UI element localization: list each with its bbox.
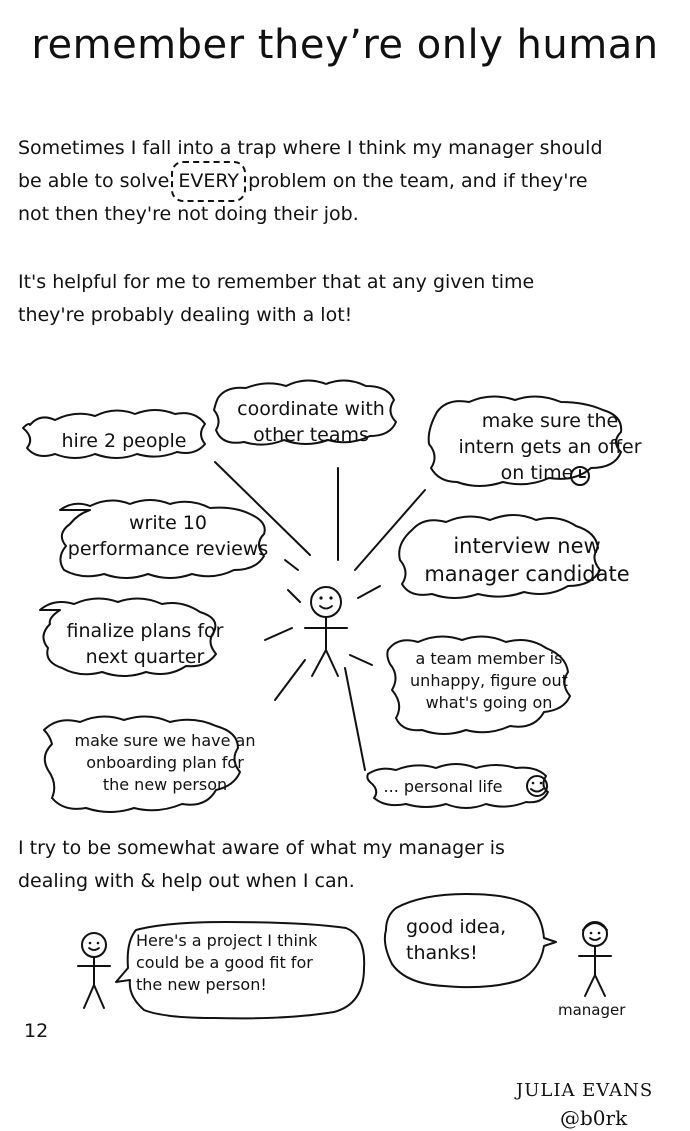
task-intern-line-2: intern gets an offer [458, 436, 642, 458]
every-emphasis: EVERY [171, 161, 246, 202]
bubble-hire [22, 409, 206, 459]
intro-line-2: be able to solve EVERY problem on the te… [18, 161, 688, 202]
bubble-interview [398, 514, 601, 599]
outro-line-2: dealing with & help out when I can. [18, 870, 355, 892]
task-personal: ... personal life [383, 777, 503, 796]
task-reviews: write 10 performance reviews [48, 510, 288, 562]
signature-name: JULIA EVANS [516, 1080, 654, 1101]
bubble-intern [427, 395, 623, 487]
dialog-manager-line-2: thanks! [406, 942, 478, 964]
task-plans-line-1: finalize plans for [66, 620, 224, 642]
task-unhappy-line-3: what's going on [425, 693, 553, 712]
bubble-coordinate [213, 379, 397, 446]
task-onboarding: make sure we have an onboarding plan for… [40, 730, 290, 796]
task-unhappy: a team member is unhappy, figure out wha… [384, 648, 594, 714]
second-line-1: It's helpful for me to remember that at … [18, 271, 535, 293]
task-intern: make sure the intern gets an offer on ti… [440, 408, 660, 486]
task-reviews-line-1: write 10 [129, 512, 207, 534]
signature-handle: @b0rk [560, 1106, 628, 1130]
outro-paragraph: I try to be somewhat aware of what my ma… [18, 832, 688, 898]
task-unhappy-line-1: a team member is [415, 649, 563, 668]
page-title: remember they’re only human [31, 22, 659, 68]
task-plans-line-2: next quarter [85, 646, 205, 668]
task-interview: interview new manager candidate [404, 532, 650, 588]
intro-line-1: Sometimes I fall into a trap where I thi… [18, 137, 603, 159]
task-reviews-line-2: performance reviews [67, 538, 269, 560]
second-paragraph: It's helpful for me to remember that at … [18, 266, 688, 332]
outro-line-1: I try to be somewhat aware of what my ma… [18, 837, 505, 859]
task-intern-line-1: make sure the [481, 410, 619, 432]
task-onboarding-line-2: onboarding plan for [86, 753, 244, 772]
manager-label: manager [558, 1001, 626, 1019]
task-hire: hire 2 people [61, 430, 187, 452]
task-interview-line-2: manager candidate [424, 562, 630, 586]
bubble-plans [39, 597, 217, 677]
intro-paragraph: Sometimes I fall into a trap where I thi… [18, 132, 688, 231]
dialog-me: Here's a project I think could be a good… [128, 930, 374, 996]
dialog-me-line-1: Here's a project I think [136, 931, 318, 950]
second-line-2: they're probably dealing with a lot! [18, 304, 353, 326]
dialog-manager-line-1: good idea, [406, 916, 507, 938]
page-number: 12 [24, 1020, 49, 1042]
dialog-manager: good idea, thanks! [398, 914, 536, 966]
bubble-personal [366, 763, 549, 809]
task-coordinate-line-1: coordinate with [237, 398, 385, 420]
speech-bubble-manager [383, 893, 557, 989]
speech-bubble-me [115, 921, 366, 1020]
task-interview-line-1: interview new [453, 534, 601, 558]
task-coordinate-line-2: other teams [253, 424, 369, 446]
intro-line-2b: problem on the team, and if they're [248, 170, 588, 192]
bubble-reviews [59, 499, 266, 579]
task-onboarding-line-3: the new person [102, 775, 228, 794]
task-intern-line-3: on time [500, 462, 574, 484]
bubble-onboarding [43, 715, 241, 813]
dialog-me-line-3: the new person! [136, 975, 267, 994]
task-onboarding-line-1: make sure we have an [74, 731, 256, 750]
task-unhappy-line-2: unhappy, figure out [410, 671, 568, 690]
task-plans: finalize plans for next quarter [34, 618, 256, 670]
intro-line-2a: be able to solve [18, 170, 170, 192]
dialog-me-line-2: could be a good fit for [136, 953, 313, 972]
task-coordinate: coordinate with other teams [222, 396, 400, 448]
bubble-unhappy [386, 635, 571, 735]
intro-line-3: not then they're not doing their job. [18, 203, 359, 225]
